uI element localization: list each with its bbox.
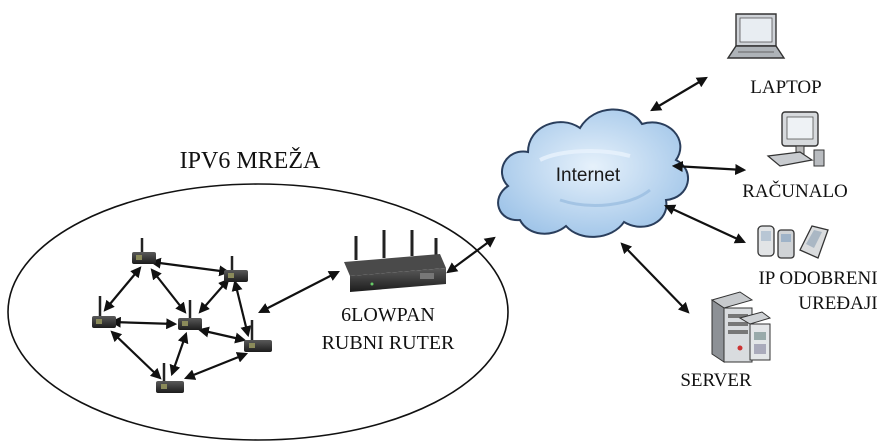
- laptop-icon: [726, 13, 786, 59]
- router-label-line2: RUBNI RUTER: [322, 332, 455, 354]
- internet-cloud: [497, 108, 689, 238]
- edge-router-icon: [344, 230, 446, 292]
- sensor-node: [92, 296, 116, 328]
- router-label-line1: 6LOWPAN: [341, 304, 435, 326]
- computer-label: RAČUNALO: [742, 180, 848, 202]
- server-icon: [710, 291, 772, 363]
- sensor-node: [156, 363, 184, 393]
- network-ellipse: [7, 183, 509, 441]
- ip-devices-label-line2: UREĐAJI: [798, 293, 877, 314]
- mobile-devices-icon: [757, 225, 829, 259]
- sensor-node: [244, 320, 272, 352]
- sensor-node: [132, 238, 156, 264]
- device-links: [620, 76, 747, 314]
- ip-devices-label-line1: IP ODOBRENI: [758, 268, 877, 289]
- laptop-label: LAPTOP: [750, 77, 821, 98]
- mesh-links: [103, 257, 340, 380]
- computer-icon: [766, 111, 825, 167]
- internet-label: Internet: [556, 165, 621, 186]
- server-label: SERVER: [680, 370, 752, 391]
- sensor-node: [178, 300, 202, 330]
- sensor-node: [224, 256, 248, 282]
- router-internet-link: [446, 236, 496, 274]
- network-title: IPV6 MREŽA: [180, 148, 321, 174]
